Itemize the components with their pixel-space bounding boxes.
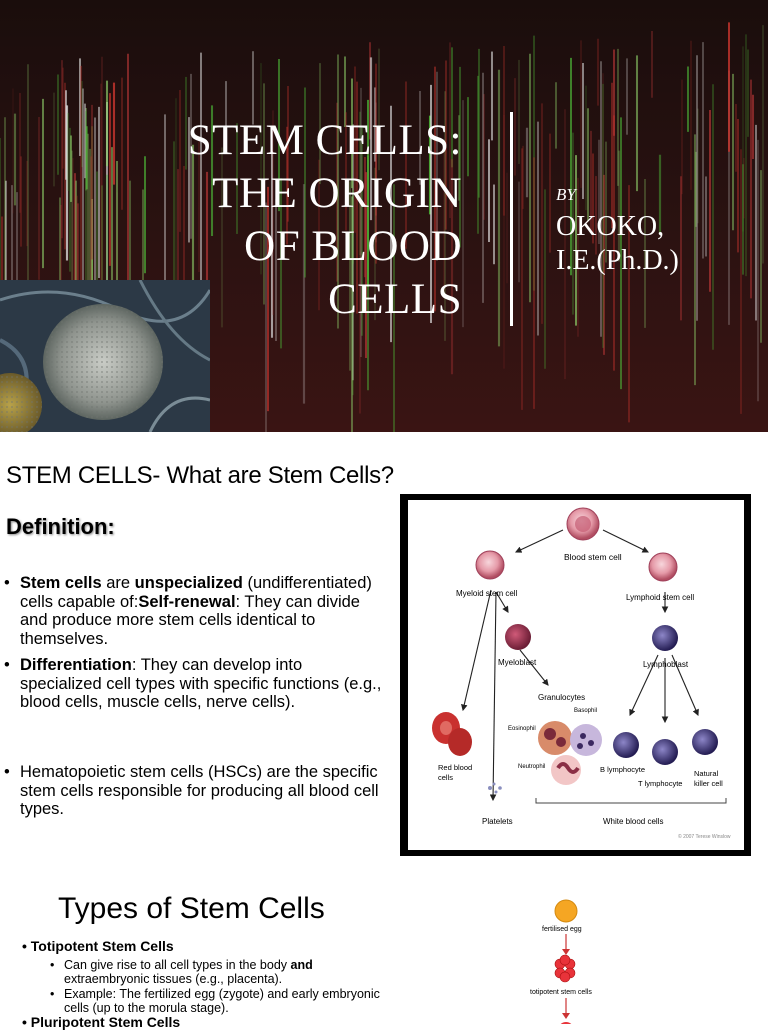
text: (undifferentiated) cells capable of:: [20, 574, 372, 611]
nucleus: [556, 762, 580, 774]
label-basophil: Basophil: [574, 708, 597, 714]
label-neutrophil: Neutrophil: [518, 764, 545, 770]
granule: [588, 740, 594, 746]
label-myeloblast: Myeloblast: [498, 658, 537, 667]
lineage-arrows: [461, 529, 699, 802]
title-line: STEM CELLS:: [187, 117, 462, 164]
bold-term: Differentiation: [20, 656, 132, 674]
bullet-hsc: • Hematopoietic stem cells (HSCs) are th…: [4, 763, 384, 819]
slide-title: STEM CELLS- What are Stem Cells?: [6, 462, 394, 489]
label-granulocytes: Granulocytes: [538, 693, 585, 702]
label-rbc: Red blood: [438, 763, 472, 772]
label-nk: killer cell: [694, 779, 723, 788]
bullet-dot: •: [4, 656, 10, 674]
bullet-stem-cells: • Stem cells are unspecialized (undiffer…: [4, 574, 384, 648]
basophil-cell: [570, 724, 602, 756]
granule: [580, 733, 586, 739]
label-blood-stem-cell: Blood stem cell: [564, 552, 622, 562]
fertilised-egg-cell: [554, 899, 578, 923]
text: are: [101, 574, 135, 592]
title-slide-heading: STEM CELLS: THE ORIGIN OF BLOOD CELLS: [102, 114, 462, 326]
author-line: I.E.(Ph.D.): [556, 245, 679, 276]
definition-heading: Definition:: [6, 514, 115, 539]
stem-cell-colony-photo: [0, 280, 210, 432]
nucleus: [544, 728, 556, 740]
text: Example: The fertilized egg (zygote) and…: [64, 987, 380, 1015]
granule: [577, 743, 583, 749]
label-lymphoid: Lymphoid stem cell: [626, 593, 694, 602]
bullet-differentiation: • Differentiation: They can develop into…: [4, 656, 384, 712]
label-t-lymphocyte: T lymphocyte: [638, 779, 682, 788]
eosinophil-cell: [538, 721, 572, 755]
nucleus: [575, 516, 591, 532]
t-lymphocyte-cell: [652, 739, 678, 765]
bold-term: Stem cells: [20, 574, 102, 592]
type-label: Pluripotent Stem Cells: [30, 1014, 181, 1030]
text: Can give rise to all cell types in the b…: [64, 958, 291, 972]
bullet-dot: •: [50, 958, 55, 972]
hematopoiesis-diagram-frame: Blood stem cell Myeloid stem cell Lympho…: [400, 494, 751, 856]
bold-term: Self-renewal: [138, 592, 236, 611]
label-fertilised-egg: fertilised egg: [542, 926, 582, 933]
totipotent-cells: [554, 954, 576, 983]
label-b-lymphocyte: B lymphocyte: [600, 765, 645, 774]
text: Hematopoietic stem cells (HSCs) are the …: [20, 763, 379, 818]
bold-term: unspecialized: [134, 574, 243, 592]
neutrophil-cell: [551, 755, 581, 785]
nk-cell: [692, 729, 718, 755]
hematopoiesis-diagram: Blood stem cell Myeloid stem cell Lympho…: [408, 500, 744, 850]
nucleus: [556, 737, 566, 747]
label-myeloid: Myeloid stem cell: [456, 589, 518, 598]
b-lymphocyte-cell: [613, 732, 639, 758]
title-slide: STEM CELLS: THE ORIGIN OF BLOOD CELLS BY…: [0, 0, 768, 432]
label-lymphoblast: Lymphoblast: [643, 660, 689, 669]
arrow-head: [562, 949, 570, 955]
definition-slide: STEM CELLS- What are Stem Cells? Definit…: [0, 432, 768, 864]
label-platelets: Platelets: [482, 817, 513, 826]
text: : They can develop into specialized cell…: [20, 656, 382, 711]
slide-title: Types of Stem Cells: [58, 892, 325, 925]
label-wbc: White blood cells: [603, 817, 663, 826]
title-line: CELLS: [328, 276, 462, 323]
label-totipotent: totipotent stem cells: [530, 989, 592, 996]
embryo-lineage-figure: fertilised egg totipotent stem cells: [530, 899, 592, 1024]
sub-bullet: • Can give rise to all cell types in the…: [50, 958, 380, 986]
red-blood-cell: [448, 728, 472, 756]
title-divider: [510, 112, 513, 326]
types-slide: Types of Stem Cells • Totipotent Stem Ce…: [0, 864, 768, 1030]
text: : They can divide and produce more stem …: [20, 592, 360, 648]
type-heading: • Totipotent Stem Cells: [22, 938, 174, 954]
rbc-center: [440, 721, 452, 735]
type-label: Totipotent Stem Cells: [30, 938, 174, 954]
wbc-bracket: [535, 798, 727, 804]
lymphoid-stem-cell: [648, 552, 678, 582]
myeloid-stem-cell: [475, 550, 505, 580]
title-line: THE ORIGIN: [212, 170, 462, 217]
myeloblast-cell: [505, 624, 531, 650]
label-eosinophil: Eosinophil: [508, 726, 536, 732]
platelets-cells: [488, 782, 502, 794]
title-line: OF BLOOD: [244, 223, 462, 270]
label-rbc: cells: [438, 773, 453, 782]
type-heading: • Pluripotent Stem Cells: [22, 1014, 181, 1030]
lymphoblast-cell: [652, 625, 678, 651]
label-nk: Natural: [694, 769, 719, 778]
bullet-dot: •: [4, 574, 10, 592]
bullet-dot: •: [50, 987, 55, 1001]
text: extraembryonic tissues (e.g., placenta).: [64, 972, 283, 986]
author-line: OKOKO,: [556, 211, 665, 242]
bullet-dot: •: [4, 763, 10, 781]
author-name: OKOKO, I.E.(Ph.D.): [556, 210, 679, 278]
bold-term: and: [290, 958, 313, 972]
by-label: BY: [556, 185, 576, 204]
arrow-head: [562, 1013, 570, 1019]
sub-bullet: • Example: The fertilized egg (zygote) a…: [50, 987, 380, 1015]
diagram-copyright: © 2007 Terese Winslow: [678, 833, 731, 840]
